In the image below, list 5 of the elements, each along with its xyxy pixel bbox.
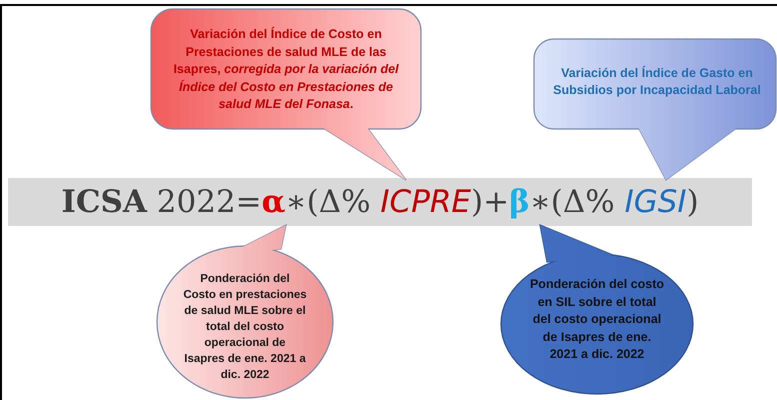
callout-text: Variación del Índice de Gasto en Subsidios por Incapacidad Laboral — [552, 64, 762, 99]
formula: ICSA 2022=α∗(Δ% ICPRE)+β∗(Δ% IGSI) — [60, 183, 700, 222]
callout-text: Ponderación del Costo en prestaciones de salud MLE sobre el total del costo operacional de Isapres de ene. 2021 a dic. 2022 — [183, 272, 307, 384]
callout-text: Ponderación del costo en SIL sobre el total del costo operacional de Isapres de ene. 2021 a dic. 2022 — [529, 276, 665, 364]
callout-text: Variación del Índice de Costo en Prestaciones de salud MLE de las Isapres, corregida por la variación del Índice del Costo en Prestaciones de salud MLE del Fonasa. — [172, 26, 400, 114]
